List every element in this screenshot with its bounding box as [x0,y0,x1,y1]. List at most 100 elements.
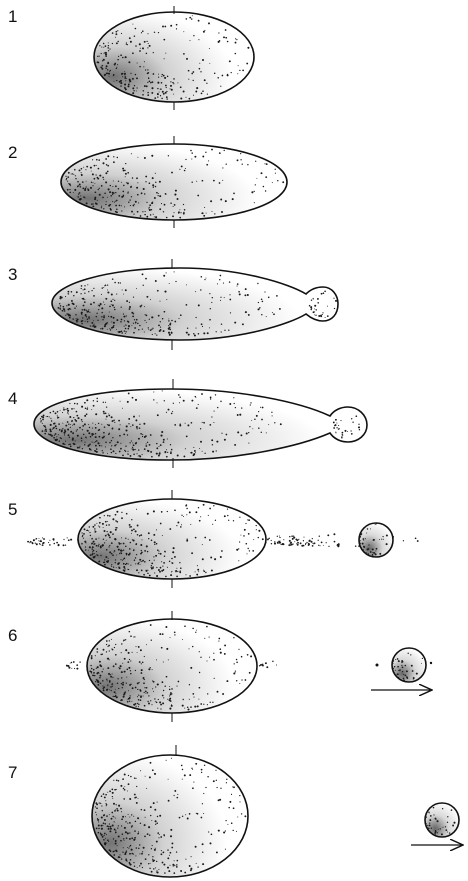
stipple-dot [101,316,102,317]
stipple-dot [103,413,105,415]
stipple-dot [204,638,205,639]
stipple-dot [71,300,73,302]
stipple-dot [429,828,430,829]
stipple-dot [311,299,312,300]
stipple-dot [293,535,294,536]
stipple-dot [125,545,127,547]
stipple-dot [245,288,247,290]
stipple-dot [101,805,102,806]
stipple-dot [149,80,151,82]
stipple-dot [86,399,88,401]
stipple-dot [111,564,112,565]
stipple-dot [109,515,111,517]
stipple-dot [197,866,198,867]
stipple-dot [328,546,329,547]
stipple-dot [170,81,171,82]
stipple-dot [88,318,89,319]
stipple-dot [430,815,432,817]
stipple-dot [155,333,156,334]
stipple-dot [159,195,161,197]
stipple-dot [247,548,248,549]
stipple-dot [82,309,83,310]
stipple-dot [132,316,134,318]
stipple-dot [176,576,178,578]
stipple-dot [445,829,447,831]
stipple-dot [101,816,103,818]
stipple-dot [118,420,120,422]
stipple-dot [77,321,78,322]
stipple-dot [63,407,64,408]
stipple-dot [220,652,222,654]
stipple-dot [222,167,223,168]
stipple-dot [274,543,276,545]
stipple-dot [167,438,168,439]
stipple-dot [93,320,94,321]
stipple-dot [154,216,155,217]
stipple-dot [137,157,138,158]
stipple-dot [137,525,139,527]
stipple-dot [68,665,69,666]
stipple-dot [121,811,122,812]
stipple-dot [176,686,177,687]
stipple-dot [124,658,126,660]
stipple-dot [102,162,104,164]
stipple-dot [216,450,217,451]
stipple-dot [161,850,162,851]
stipple-dot [197,565,198,566]
stipple-dot [150,434,152,436]
stipple-dot [244,294,246,296]
stipple-dot [120,424,121,425]
stipple-dot [156,443,157,444]
stipple-dot [180,212,181,213]
stipple-dot [200,441,202,443]
stipple-dot [268,538,269,539]
stipple-dot [62,423,63,424]
stipple-dot [272,661,273,662]
stipple-dot [392,663,393,664]
stipple-dot [109,537,111,539]
stipple-dot [133,323,134,324]
stipple-dot [224,330,225,331]
stipple-dot [220,275,222,277]
stipple-dot [202,212,204,214]
stipple-dot [103,539,104,540]
stipple-dot [156,567,157,568]
stipple-dot [135,706,136,707]
stipple-dot [154,809,156,811]
stipple-dot [103,839,105,841]
stipple-dot [155,280,157,282]
stage-7: 7 [8,745,463,877]
stipple-dot [148,703,150,705]
stipple-dot [65,296,66,297]
stipple-dot [60,305,61,306]
stipple-dot [141,570,143,572]
stipple-dot [164,204,166,206]
stipple-dot [93,669,95,671]
stipple-dot [171,332,172,333]
stipple-dot [106,549,108,551]
stipple-dot [213,659,215,661]
stipple-dot [196,87,198,89]
stipple-dot [399,669,400,670]
stipple-dot [182,699,183,700]
stipple-dot [101,206,102,207]
stipple-dot [116,527,118,529]
stipple-dot [74,169,76,171]
stipple-dot [93,295,95,297]
stipple-dot [68,183,69,184]
stipple-dot [45,427,46,428]
stipple-dot [136,453,137,454]
stipple-dot [164,872,166,874]
stipple-dot [86,408,88,410]
stipple-dot [254,202,255,203]
stipple-dot [313,311,315,313]
stipple-dot [363,546,364,547]
stipple-dot [61,430,63,432]
stipple-dot [99,45,100,46]
stipple-dot [168,779,169,780]
stipple-dot [225,200,227,202]
stipple-dot [134,866,135,867]
stipple-dot [183,516,184,517]
stipple-dot [112,533,114,535]
stipple-dot [137,182,138,183]
